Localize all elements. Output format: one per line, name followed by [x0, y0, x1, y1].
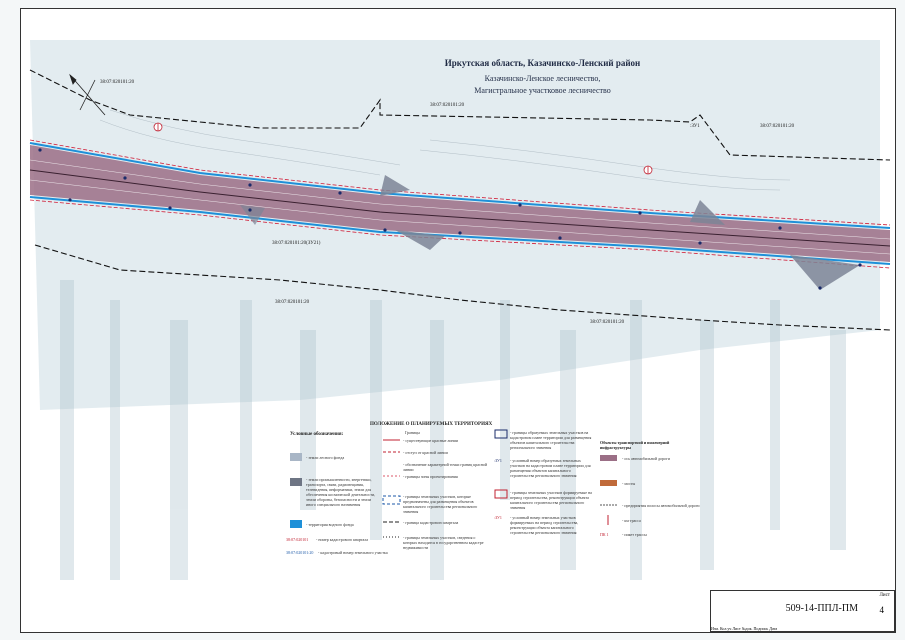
- region-title: Иркутская область, Казачинско-Ленский ра…: [444, 58, 641, 68]
- road-corridor: [30, 145, 890, 262]
- legend-item: - территория водного фонда: [306, 522, 354, 527]
- legend-item: - границы земельных участков формируемые…: [510, 490, 592, 510]
- parcel-label: 38:07:020101:20: [430, 103, 465, 108]
- legend-item: - существующие красные линии: [403, 438, 458, 443]
- legend-item: - граница кадастрового квартала: [403, 520, 459, 525]
- terrain-stripes: [60, 280, 846, 580]
- legend-item: - кадастровый номер земельного участка: [318, 550, 388, 555]
- legend-item: - условный номер земельных участков форм…: [510, 515, 579, 535]
- red-line-top: [29, 139, 891, 226]
- zu-area-2: [395, 230, 445, 250]
- legend-item: - обозначение характерной точки границ к…: [403, 462, 488, 472]
- legend-item: - номер кадастрового квартала: [316, 537, 369, 542]
- legend-conv-title: Условные обозначения:: [290, 432, 344, 437]
- legend-item: - границы образуемых земельных участков …: [510, 430, 592, 450]
- parcel-boundary-top: [29, 69, 891, 161]
- legend-item: - ось автомобильной дороги: [622, 456, 670, 461]
- legend-item: - пикет трассы: [622, 532, 647, 537]
- legend-item: - условный номер образуемых земельных уч…: [510, 458, 591, 478]
- sheet-label: Лист: [879, 593, 890, 598]
- parcel-label: 38:07:020101:20(ЗУ21): [272, 241, 321, 246]
- legend-prop-title: ПОЛОЖЕНИЕ О ПЛАНИРУЕМЫХ ТЕРРИТОРИЯХ: [370, 422, 493, 427]
- stamp-columns: Изм. Кол.уч Лист №док. Подпись Дата: [711, 626, 778, 631]
- red-line-bottom: [29, 199, 891, 269]
- title-block: 509-14-ППЛ-ПМ Лист 4 Изм. Кол.уч Лист №д…: [710, 590, 895, 632]
- legend-item: - границы земельных участков, сведения о…: [403, 535, 484, 550]
- legend-item: - границы земельных участков, которые пр…: [403, 494, 478, 514]
- legend-item: - границы зоны проектирования: [403, 474, 458, 479]
- north-arrow-icon: [69, 73, 106, 116]
- road-lane-1: [29, 159, 891, 240]
- drawing-code: 509-14-ППЛ-ПМ: [785, 603, 858, 614]
- zu-area-4: [790, 255, 860, 290]
- legend-code: 38:07:020101:20: [286, 550, 314, 555]
- legend-item: - предприятия полосы автомобильной дорог…: [622, 503, 700, 508]
- legend-item: - земли лесного фонда: [306, 455, 345, 460]
- legend-swatches: [290, 429, 617, 538]
- legend-item: - земли промышленности, энергетики, тран…: [306, 477, 376, 507]
- water-strip-top: [29, 142, 891, 229]
- km-marker-icon-2: [643, 165, 653, 175]
- legend-code: ПК 1: [600, 532, 609, 537]
- characteristic-points: [38, 148, 862, 290]
- parcel-label: 38:07:020101:20: [275, 300, 310, 305]
- zu-area-1: [380, 175, 410, 196]
- road-axis: [29, 169, 891, 247]
- legend-code: :ЗУ1: [494, 515, 502, 520]
- legend-infra-title: Объекты транспортной и инженерной инфрас…: [600, 440, 670, 450]
- road-lane-2: [29, 179, 891, 255]
- parcel-label: 38:07:020101:20: [760, 124, 795, 129]
- forestry-title: Казачинско-Ленское лесничество,: [484, 74, 601, 83]
- parcel-label: 38:07:020101:20: [100, 80, 135, 85]
- district-title: Магистральное участковое лесничество: [474, 86, 611, 95]
- legend-item: - км трасса: [622, 518, 641, 523]
- contour-lines: [99, 109, 791, 191]
- km-marker-icon: [153, 122, 163, 132]
- zu-area-5: [240, 205, 265, 225]
- parcel-boundary-bottom: [34, 244, 891, 331]
- legend-item: - отступ от красной линии: [403, 450, 448, 455]
- legend-code: :ЗУ1: [494, 458, 502, 463]
- zu-label: :ЗУ1: [690, 124, 700, 129]
- zu-area-3: [690, 200, 725, 225]
- legend-prop-sub: Границы: [405, 430, 420, 435]
- parcel-label: 38:07:020101:20: [590, 320, 625, 325]
- legend-item: - мосты: [622, 481, 636, 486]
- sheet-number: 4: [879, 605, 885, 615]
- legend-code: 38:07:020101: [286, 537, 309, 542]
- water-strip-bottom: [29, 196, 891, 265]
